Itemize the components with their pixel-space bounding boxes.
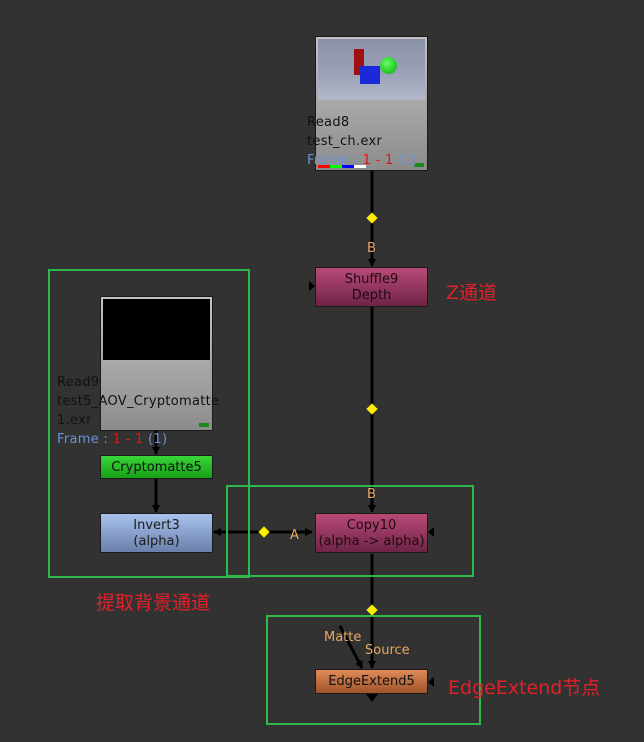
pin-label-copy-b: B: [367, 487, 376, 502]
cache-indicator: [199, 423, 209, 427]
channel-indicator: [318, 165, 366, 168]
copy10-label: Copy10: [346, 518, 397, 533]
pin-label-source: Source: [365, 643, 410, 658]
read9-file-ext: 1.exr: [57, 413, 92, 428]
backdrop-copy[interactable]: [226, 485, 474, 577]
pin-label-shuffle-b: B: [367, 241, 376, 256]
read8-name: Read8: [307, 115, 350, 130]
read9-node[interactable]: [100, 296, 213, 431]
invert3-label: Invert3: [133, 518, 180, 533]
read9-thumbnail: [103, 299, 210, 360]
pin-label-copy-a: A: [290, 528, 299, 543]
cryptomatte5-label: Cryptomatte5: [111, 460, 202, 475]
shuffle9-label: Shuffle9: [344, 272, 399, 287]
annotation-z-channel: Z通道: [446, 282, 498, 304]
cryptomatte5-node[interactable]: Cryptomatte5: [100, 455, 213, 479]
read8-frame: Frame : 1 - 1 (1): [307, 153, 418, 168]
copy10-node[interactable]: Copy10 (alpha -> alpha): [315, 513, 428, 553]
read9-file: test5_AOV_Cryptomatte: [57, 394, 220, 409]
read9-name: Read9: [57, 375, 100, 390]
read8-file: test_ch.exr: [307, 134, 383, 149]
annotation-edgeextend: EdgeExtend节点: [448, 677, 601, 699]
read8-thumbnail: [318, 39, 425, 100]
backdrop-edgeextend[interactable]: [266, 615, 481, 725]
cache-indicator: [414, 163, 424, 167]
read8-node[interactable]: [315, 36, 428, 171]
pin-label-matte: Matte: [324, 630, 362, 645]
wire-matte-input: [338, 625, 364, 669]
backdrop-extract-bg[interactable]: [48, 269, 250, 578]
copy10-sub: (alpha -> alpha): [318, 534, 425, 549]
read9-frame: Frame : 1 - 1 (1): [57, 432, 168, 447]
invert3-sub: (alpha): [133, 534, 180, 549]
invert3-node[interactable]: Invert3 (alpha): [100, 513, 213, 553]
shuffle9-sub: Depth: [351, 288, 392, 303]
edgeextend5-node[interactable]: EdgeExtend5: [315, 669, 428, 694]
shuffle9-node[interactable]: Shuffle9 Depth: [315, 267, 428, 307]
annotation-extract-bg: 提取背景通道: [96, 592, 211, 614]
edgeextend5-label: EdgeExtend5: [328, 674, 415, 689]
